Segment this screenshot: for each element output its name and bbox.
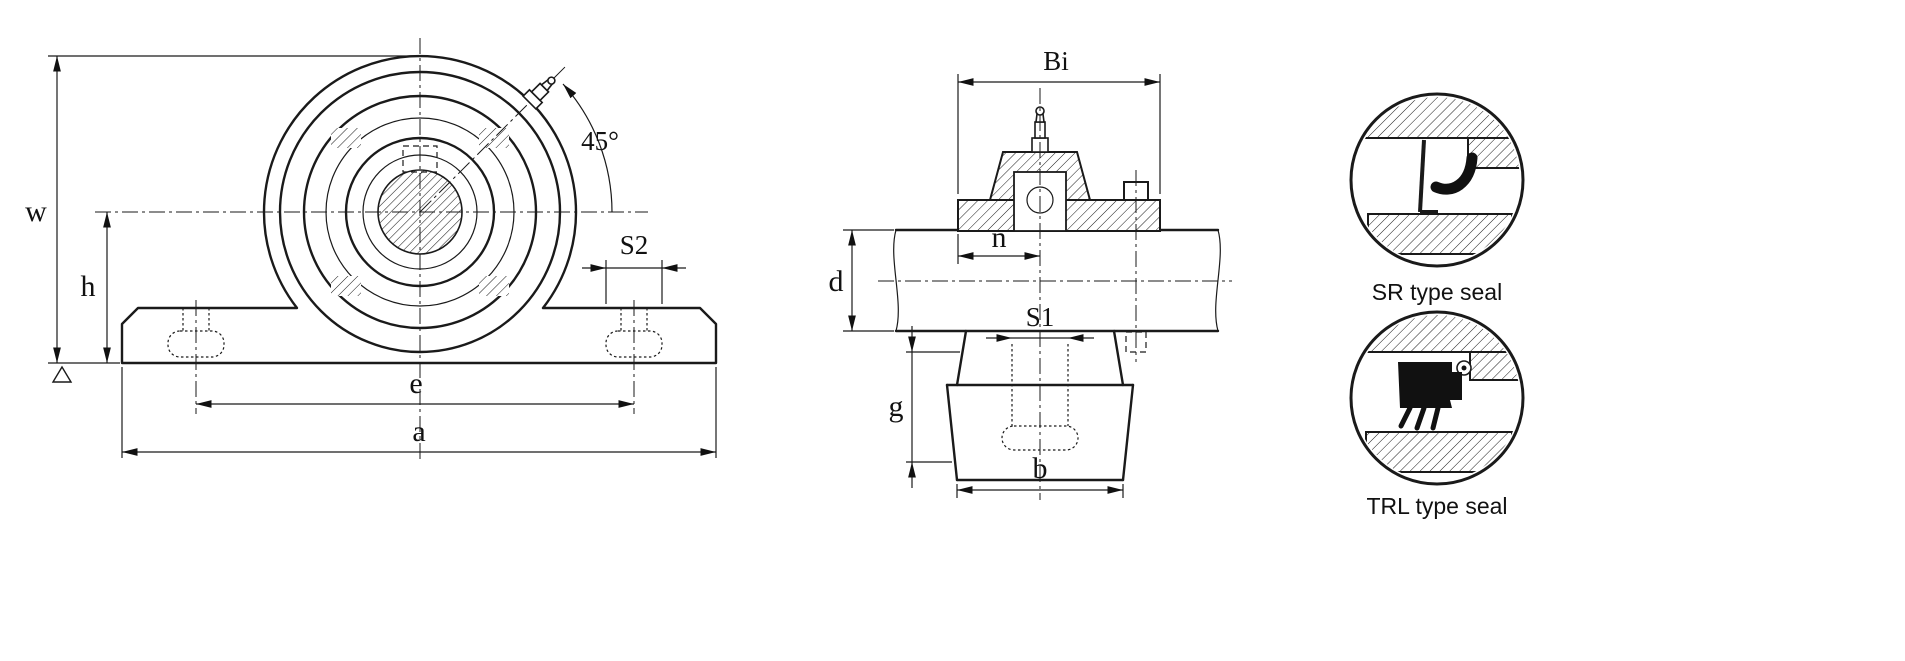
- seal-detail-trl: TRL type seal: [1349, 310, 1525, 519]
- dimension-g: g: [889, 326, 960, 488]
- shaft-break-right: [1215, 229, 1221, 332]
- dim-label-s2: S2: [620, 230, 649, 260]
- section-hatch-patch: [331, 128, 361, 148]
- dimension-s1: S1: [986, 302, 1094, 342]
- front-view-drawing: 45° w h S2: [25, 38, 718, 462]
- dimension-h: h: [81, 212, 111, 363]
- bearing-ball: [1026, 186, 1054, 214]
- seal-leg: [1398, 405, 1413, 429]
- dimension-s2: S2: [582, 230, 686, 304]
- trl-seal-label: TRL type seal: [1366, 493, 1507, 519]
- sr-seal-label: SR type seal: [1372, 279, 1502, 305]
- angle-arc: [562, 83, 613, 213]
- dim-label-g: g: [889, 390, 904, 423]
- dimension-n: n: [957, 221, 1040, 264]
- dim-label-w: w: [25, 195, 47, 228]
- dimension-a: a: [121, 367, 717, 458]
- side-view-drawing: Bi n d S1 g: [829, 46, 1232, 500]
- base-outline: [945, 329, 1135, 482]
- dim-label-d: d: [829, 265, 844, 298]
- dim-label-n: n: [992, 221, 1007, 254]
- seal-leg: [1430, 405, 1441, 431]
- dim-label-s1: S1: [1026, 302, 1055, 332]
- grease-fitting-icon: [521, 76, 556, 111]
- dim-label-e: e: [409, 367, 422, 400]
- section-hatch-patch: [331, 276, 361, 296]
- dim-label-b: b: [1033, 452, 1048, 485]
- dim-label-a: a: [412, 415, 425, 448]
- dimension-d: d: [829, 229, 894, 332]
- angle-label: 45°: [581, 126, 619, 156]
- section-hatch-patch: [479, 276, 509, 296]
- dimension-b: b: [956, 452, 1124, 498]
- sr-seal-lip: [1430, 152, 1478, 195]
- trl-seal-body: [1398, 362, 1462, 408]
- seal-detail-sr: SR type seal: [1349, 92, 1525, 305]
- shaft-break-left: [893, 229, 899, 332]
- seal-spring-core: [1461, 365, 1467, 371]
- datum-triangle-icon: [51, 365, 73, 383]
- dim-label-bi: Bi: [1043, 46, 1069, 76]
- cap-bolt-hidden: [1125, 331, 1147, 353]
- dimension-e: e: [196, 367, 634, 408]
- dimension-w: w: [25, 55, 416, 383]
- dim-label-h: h: [81, 270, 96, 303]
- seal-leg: [1414, 405, 1427, 431]
- section-hatch-patch: [479, 128, 509, 148]
- dimension-bi: Bi: [957, 46, 1161, 194]
- base-slot-hidden: [1001, 425, 1079, 451]
